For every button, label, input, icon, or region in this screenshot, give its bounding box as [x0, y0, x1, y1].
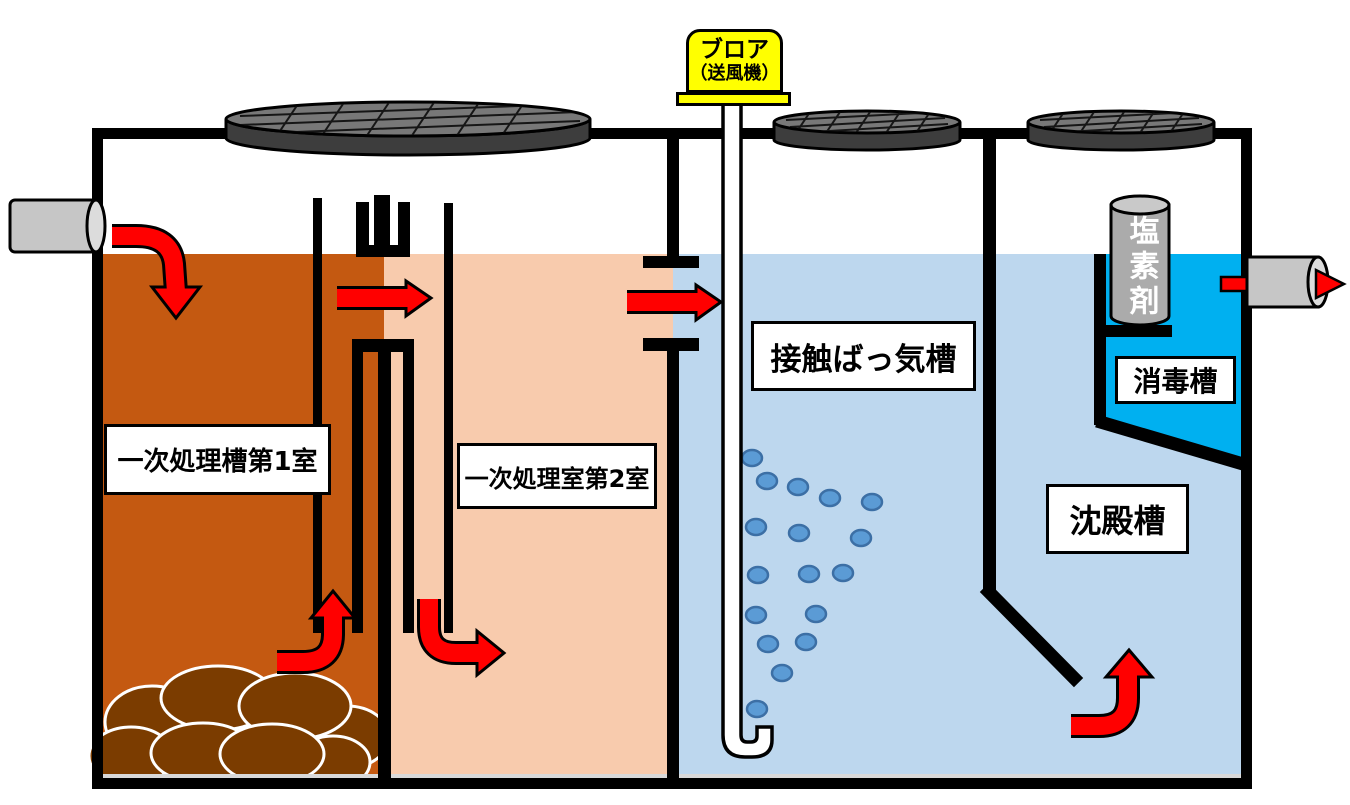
label-aeration: 接触ばっ気槽	[751, 321, 976, 391]
label-disinfection: 消毒槽	[1115, 356, 1236, 404]
vent-pipe-left	[356, 202, 369, 247]
label-chlorine: 塩素剤	[1123, 214, 1159, 320]
c2-downflow-arrow-body	[420, 599, 480, 662]
transfer-pipe-left-leg	[352, 352, 363, 633]
bubble	[787, 523, 811, 543]
bubble	[745, 699, 769, 719]
chlorine-cylinder-top	[1109, 194, 1171, 216]
bubble	[818, 488, 842, 508]
manhole-cover-2	[772, 109, 962, 152]
bubble	[746, 565, 770, 585]
tank-left-wall	[92, 128, 103, 789]
transfer-pipe-top	[352, 339, 414, 352]
bubble	[860, 492, 884, 512]
baffles	[313, 130, 1084, 778]
chamber2-aeration-divider-top	[667, 130, 679, 256]
inlet-pipe-body	[8, 198, 98, 254]
chamber2-baffle	[444, 203, 453, 633]
chlorine-cylinder-body	[1109, 203, 1171, 327]
tank-right-wall	[1241, 128, 1252, 789]
label-chamber2: 一次処理室第2室	[457, 443, 657, 509]
inlet-pipe	[8, 198, 107, 254]
chamber2-water	[384, 254, 673, 778]
blower-label-line2: （送風機）	[689, 62, 780, 84]
vent-bar	[356, 245, 410, 257]
blower-air-pipe	[721, 98, 774, 759]
bubble	[849, 528, 873, 548]
flow-arrows	[112, 224, 1156, 738]
blower-label-line1: ブロア	[700, 36, 769, 63]
disinfection-sloped-bottom	[1095, 414, 1245, 471]
disinfection-left-wall	[1094, 254, 1106, 425]
aeration-bubbles	[740, 448, 884, 719]
bubble	[794, 632, 818, 652]
port-flange-top	[643, 256, 699, 268]
sed-upflow-arrow-body	[1071, 674, 1137, 735]
sedimentation-sloped-baffle	[979, 582, 1084, 688]
inlet-pipe-opening	[85, 198, 107, 254]
bubble	[755, 471, 779, 491]
vent-pipe-middle	[374, 195, 390, 247]
bubble	[744, 605, 768, 625]
bubble	[797, 564, 821, 584]
bubble	[740, 448, 764, 468]
label-chamber1: 一次処理槽第1室	[104, 424, 331, 495]
manhole-cover-1	[224, 100, 592, 157]
outlet-arrow-head	[1314, 267, 1347, 301]
chlorine-holder-bracket	[1094, 325, 1172, 337]
label-sedimentation: 沈殿槽	[1046, 484, 1189, 554]
blower-label-box: ブロア （送風機）	[686, 29, 783, 93]
aeration-sedimentation-divider	[983, 130, 996, 595]
chamber1-2-divider	[378, 350, 391, 778]
c1-upflow-arrow-body	[277, 615, 342, 671]
manhole-cover-3	[1026, 109, 1216, 152]
vent-pipe-right	[398, 202, 410, 247]
bubble	[831, 563, 855, 583]
port-flange-bottom	[643, 338, 699, 351]
bubble	[756, 634, 780, 654]
transfer-pipe-right-leg	[403, 352, 414, 633]
inlet-arrow-body	[112, 227, 185, 293]
outlet-assembly	[1219, 255, 1347, 309]
blower-base	[676, 92, 791, 106]
chlorine-cylinder	[1109, 194, 1171, 327]
bubble	[770, 663, 794, 683]
bubble	[786, 477, 810, 497]
tank-floor	[92, 778, 1252, 789]
chamber1-baffle	[313, 198, 322, 633]
chamber2-aeration-divider-bottom	[667, 351, 679, 778]
bubble	[744, 517, 768, 537]
outlet-arrow-tail	[1219, 275, 1251, 293]
bubble	[804, 604, 828, 624]
